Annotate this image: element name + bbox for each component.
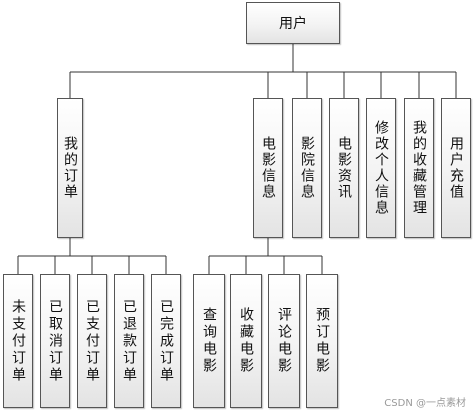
node-movie-info: 电影信息 — [253, 98, 283, 238]
node-unpaid-orders-label: 未支付订单 — [10, 298, 26, 384]
node-edit-profile-label: 修改个人信息 — [373, 120, 389, 216]
node-my-favorites-label: 我的收藏管理 — [411, 120, 427, 216]
node-user-recharge: 用户充值 — [441, 98, 471, 238]
node-my-favorites: 我的收藏管理 — [404, 98, 434, 238]
node-paid-orders-label: 已支付订单 — [84, 298, 100, 384]
node-book-movie-label: 预订电影 — [314, 307, 330, 375]
node-refunded-orders-label: 已退款订单 — [121, 298, 137, 384]
node-review-movie-label: 评论电影 — [276, 307, 292, 375]
node-collect-movie: 收藏电影 — [230, 274, 262, 408]
node-collect-movie-label: 收藏电影 — [238, 307, 254, 375]
node-book-movie: 预订电影 — [306, 274, 338, 408]
node-refunded-orders: 已退款订单 — [114, 274, 144, 408]
node-cancelled-orders-label: 已取消订单 — [47, 298, 63, 384]
node-user-recharge-label: 用户充值 — [448, 136, 464, 200]
node-my-orders-label: 我的订单 — [62, 136, 78, 200]
node-completed-orders-label: 已完成订单 — [158, 298, 174, 384]
node-edit-profile: 修改个人信息 — [366, 98, 396, 238]
node-root-label: 用户 — [279, 16, 307, 32]
node-search-movie-label: 查询电影 — [201, 307, 217, 375]
node-movie-news: 电影资讯 — [329, 98, 359, 238]
node-paid-orders: 已支付订单 — [77, 274, 107, 408]
node-movie-info-label: 电影信息 — [260, 136, 276, 200]
node-search-movie: 查询电影 — [193, 274, 225, 408]
node-cinema-info: 影院信息 — [292, 98, 322, 238]
node-unpaid-orders: 未支付订单 — [3, 274, 33, 408]
node-cinema-info-label: 影院信息 — [299, 136, 315, 200]
node-review-movie: 评论电影 — [268, 274, 300, 408]
node-root-user: 用户 — [246, 2, 340, 44]
node-my-orders: 我的订单 — [57, 98, 83, 238]
node-movie-news-label: 电影资讯 — [336, 136, 352, 200]
node-completed-orders: 已完成订单 — [151, 274, 181, 408]
watermark-text: CSDN @一点素材 — [384, 398, 466, 409]
node-cancelled-orders: 已取消订单 — [40, 274, 70, 408]
